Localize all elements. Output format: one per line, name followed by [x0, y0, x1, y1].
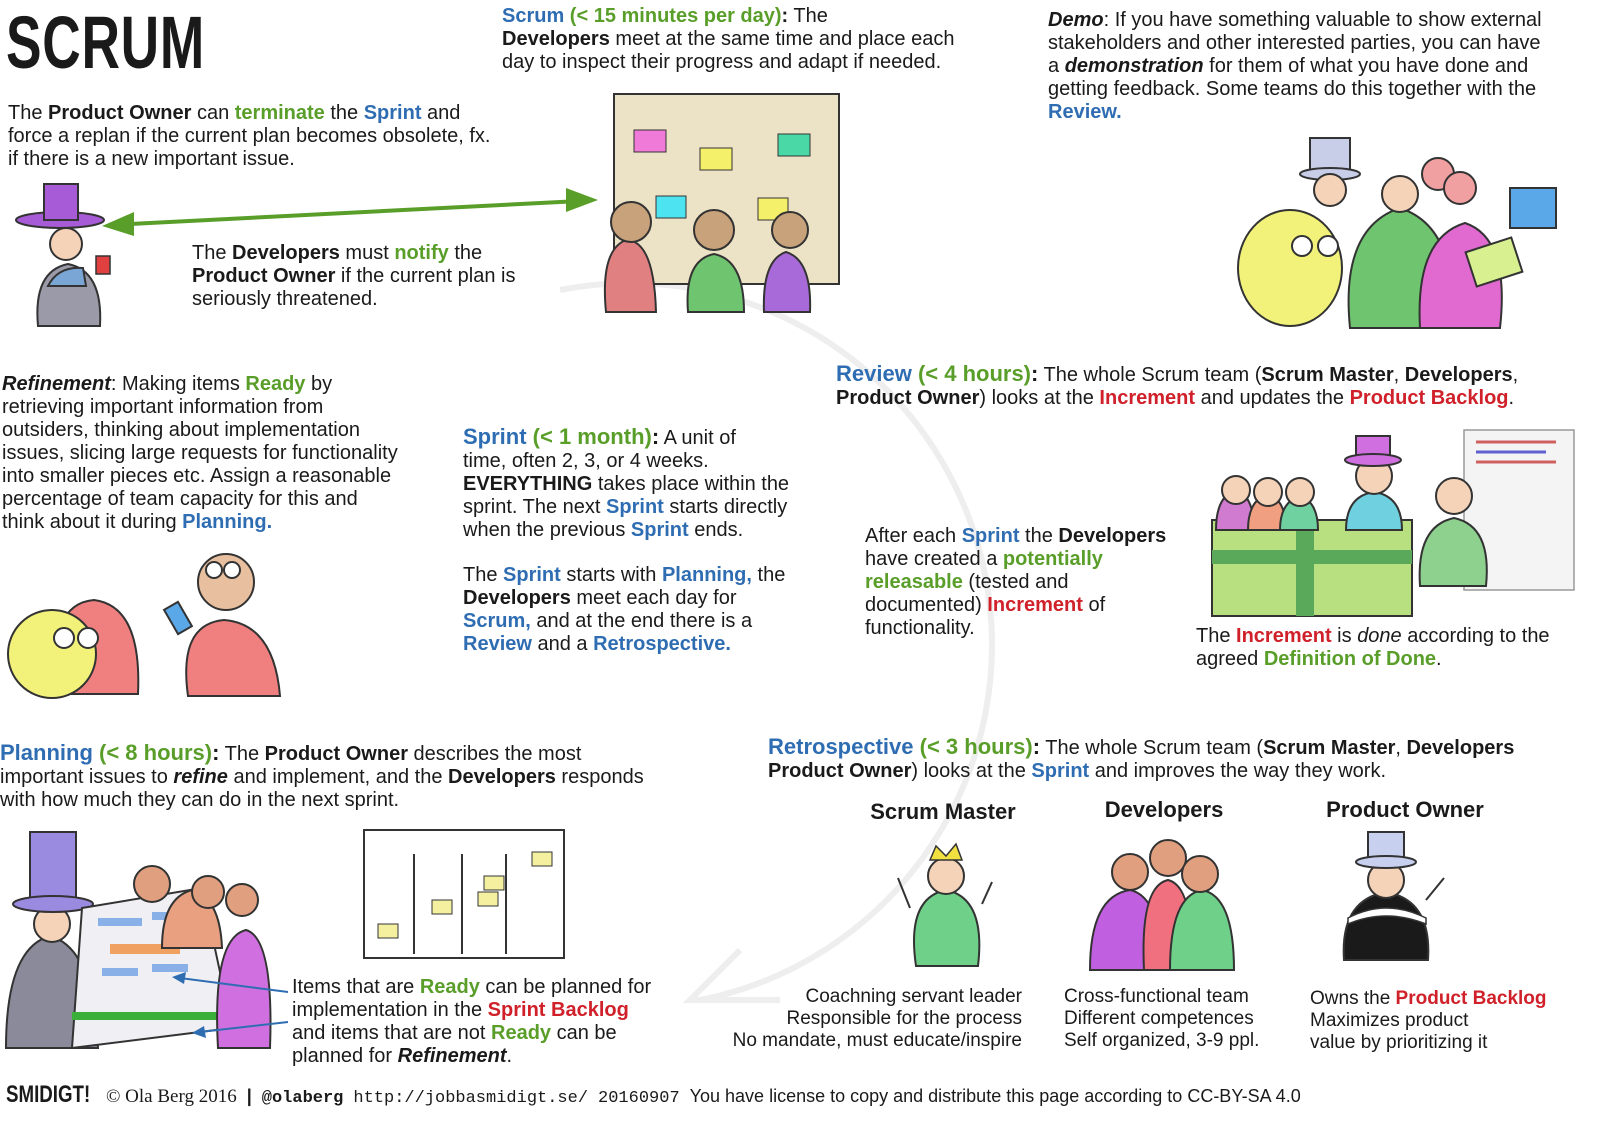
website-link[interactable]: http://jobbasmidigt.se/ [353, 1089, 589, 1108]
sprint-note: Sprint (< 1 month): A unit of time, ofte… [463, 424, 790, 655]
demo-illustration [1237, 137, 1557, 329]
role-desc-product-owner: Owns the Product Backlog Maximizes produ… [1310, 988, 1547, 1053]
planning-note: Planning (< 8 hours): The Product Owner … [0, 740, 644, 811]
increment-note: After each Sprint the Developers have cr… [865, 525, 1167, 639]
scrum-master-illustration [897, 842, 993, 967]
review-illustration [1211, 429, 1575, 617]
notify-note: The Developers must notify the Product O… [192, 242, 516, 310]
license-text: You have license to copy and distribute … [689, 1086, 1301, 1106]
product-owner-illustration [15, 183, 111, 327]
daily-scrum-note: Scrum (< 15 minutes per day): The Develo… [502, 5, 955, 73]
role-desc-scrum-master: Coachning servant leader Responsible for… [732, 986, 1022, 1051]
done-note: The Increment is done according to the a… [1196, 625, 1550, 670]
footer-date: 20160907 [598, 1089, 680, 1108]
notify-double-arrow [102, 188, 598, 236]
refinement-note: Refinement: Making items Ready by retrie… [2, 373, 398, 533]
retrospective-note: Retrospective (< 3 hours): The whole Scr… [768, 734, 1515, 782]
role-heading-product-owner: Product Owner [1326, 797, 1484, 822]
developers-illustration [1088, 839, 1236, 971]
demo-note: Demo: If you have something valuable to … [1048, 9, 1542, 123]
review-note: Review (< 4 hours): The whole Scrum team… [836, 361, 1519, 409]
footer-separator: | [246, 1086, 252, 1106]
daily-scrum-illustration [603, 93, 840, 313]
twitter-handle[interactable]: @olaberg [261, 1089, 344, 1108]
refinement-illustration [7, 553, 282, 699]
brand-logo: SMIDIGT! [6, 1081, 91, 1108]
role-heading-scrum-master: Scrum Master [870, 799, 1016, 824]
role-heading-developers: Developers [1104, 797, 1224, 822]
items-note: Items that are Ready can be planned for … [292, 976, 652, 1067]
footer: SMIDIGT! © Ola Berg 2016 | @olaberg http… [6, 1081, 1596, 1109]
page-title: SCRUM [6, 1, 205, 84]
product-owner-role-illustration [1342, 831, 1445, 961]
copyright: © Ola Berg 2016 [106, 1086, 237, 1107]
terminate-note: The Product Owner can terminate the Spri… [8, 102, 491, 170]
planning-illustration [4, 831, 272, 1050]
role-desc-developers: Cross-functional team Different competen… [1064, 986, 1260, 1051]
sprint-backlog-board [363, 829, 565, 959]
